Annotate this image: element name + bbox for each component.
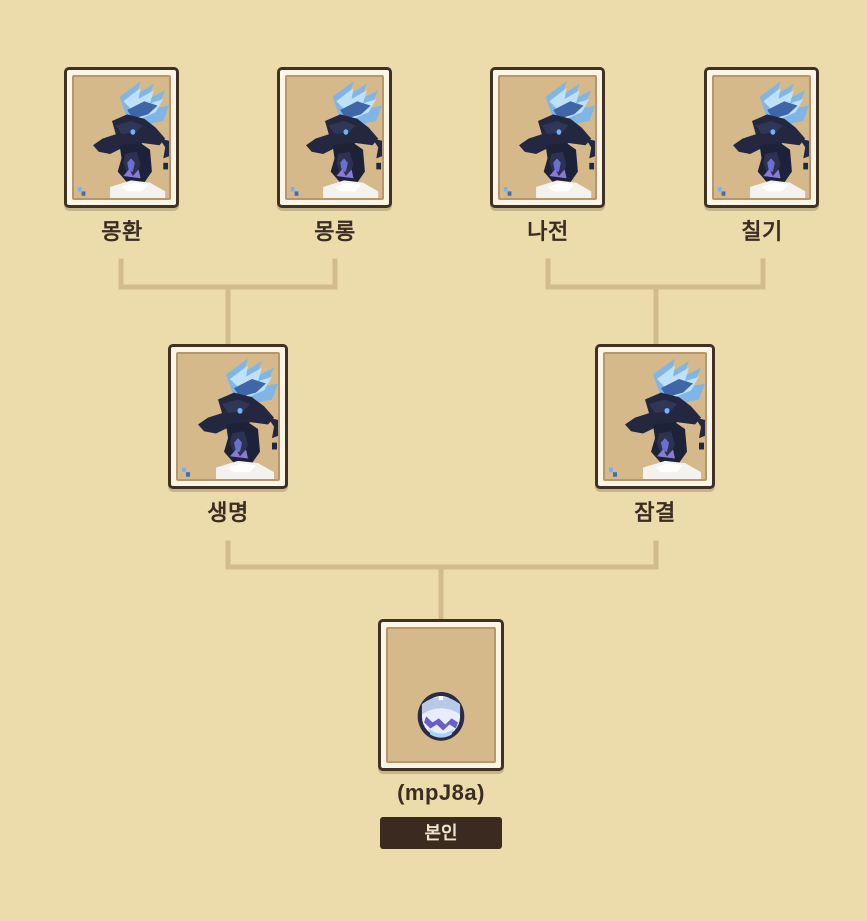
grandparent-card-4[interactable] (704, 67, 819, 208)
grandparent-card-1[interactable] (64, 67, 179, 208)
grandparent-name-4: 칠기 (741, 219, 783, 244)
connector-left-grandparents (118, 258, 338, 290)
grandparent-card-2[interactable] (277, 67, 392, 208)
dark-dragon-icon (605, 354, 705, 479)
connector-parents (225, 540, 659, 570)
parent-name-2: 잠결 (634, 500, 676, 525)
dark-dragon-icon (287, 77, 382, 198)
dark-dragon-icon (714, 77, 809, 198)
egg-icon (388, 629, 494, 761)
dark-dragon-icon (178, 354, 278, 479)
grandparent-name-3: 나전 (527, 219, 569, 244)
parent-card-1[interactable] (168, 344, 288, 489)
self-card[interactable] (378, 619, 504, 771)
grandparent-name-2: 몽롱 (314, 219, 356, 244)
grandparent-name-1: 몽환 (101, 219, 143, 244)
grandparent-card-3[interactable] (490, 67, 605, 208)
connector-right-grandparents (545, 258, 766, 290)
parent-name-1: 생명 (207, 500, 249, 525)
parent-card-2[interactable] (595, 344, 715, 489)
dark-dragon-icon (74, 77, 169, 198)
dark-dragon-icon (500, 77, 595, 198)
self-name: (mpJ8a) (397, 780, 485, 805)
self-badge: 본인 (380, 817, 502, 849)
